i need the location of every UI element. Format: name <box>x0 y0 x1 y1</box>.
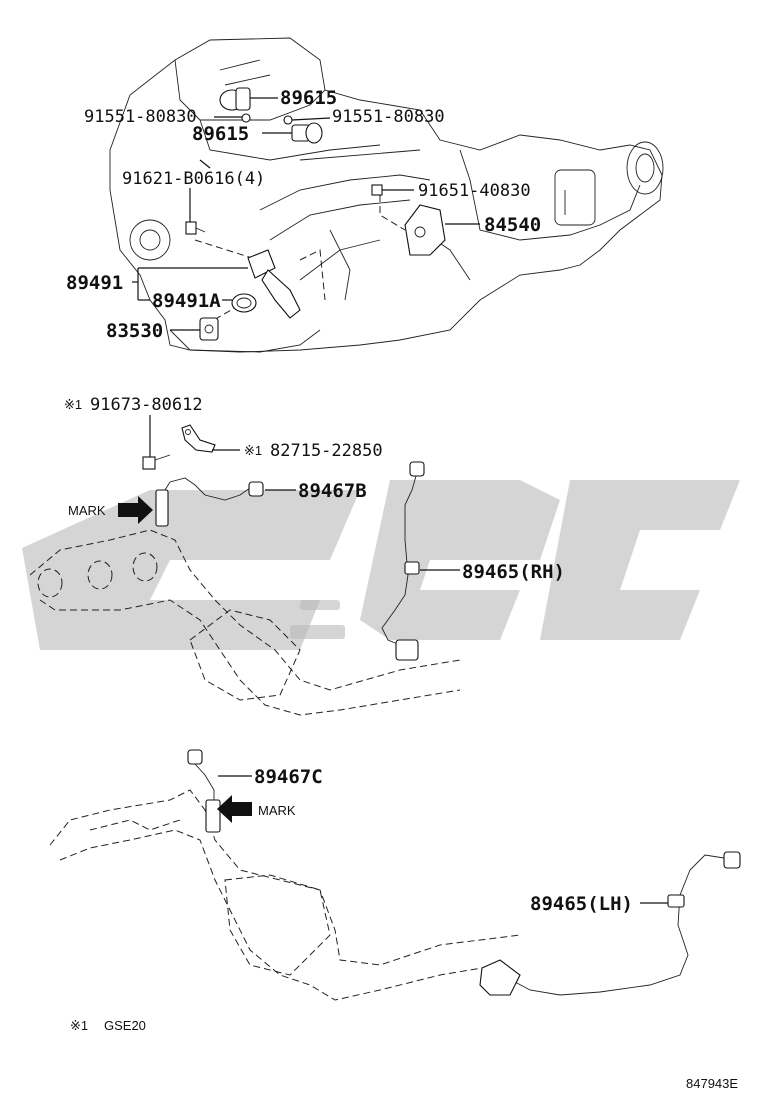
illustration-id: 847943E <box>686 1076 738 1091</box>
mark-label-top: MARK <box>68 503 106 518</box>
label-91673: 91673-80612 <box>90 395 203 415</box>
leader-lines-bottom <box>218 775 668 904</box>
label-89465-lh: 89465(LH) <box>530 893 633 915</box>
label-91551-right: 91551-80830 <box>332 107 445 127</box>
label-84540: 84540 <box>484 214 541 236</box>
footnote-symbol: ※1 <box>70 1018 88 1033</box>
bolt-right-part <box>283 115 293 125</box>
label-89491: 89491 <box>66 272 123 294</box>
bolt-left-part <box>241 113 251 123</box>
label-82715: 82715-22850 <box>270 441 383 461</box>
label-89491A: 89491A <box>152 290 221 312</box>
label-91621: 91621-B0616(4) <box>122 169 265 189</box>
bracket-82715-part <box>181 424 216 453</box>
mark-label-bottom: MARK <box>258 803 296 818</box>
bolt-91621-part <box>185 221 206 235</box>
label-89467B: 89467B <box>298 480 367 502</box>
footnote-mark-91673: ※1 <box>64 397 82 412</box>
label-83530: 83530 <box>106 320 163 342</box>
oxygen-sensor-89467C-part <box>187 749 221 833</box>
label-89615-mid: 89615 <box>192 123 249 145</box>
oxygen-sensor-89467B-part <box>155 477 264 527</box>
leader-lines-middle <box>149 415 460 571</box>
leader-lines-top <box>132 97 480 331</box>
bolt-91651-part <box>371 184 383 196</box>
label-89465-rh: 89465(RH) <box>462 561 565 583</box>
knock-sensor-83530-part <box>199 317 219 341</box>
oxygen-sensor-89465-rh-part <box>381 461 425 661</box>
exhaust-manifold-lh-illustration <box>49 789 521 1001</box>
label-89615-top: 89615 <box>280 87 337 109</box>
mark-arrow-bottom <box>217 795 252 823</box>
o-ring-89491A-part <box>231 293 257 313</box>
mark-arrow-top <box>118 496 153 524</box>
bolt-91673-part <box>142 454 171 470</box>
cam-position-sensor-mid-part <box>291 122 323 144</box>
engine-assembly-illustration <box>109 37 664 353</box>
label-89467C: 89467C <box>254 766 323 788</box>
label-91551-left: 91551-80830 <box>84 107 197 127</box>
crank-sensor-89491-part <box>247 249 301 319</box>
label-91651: 91651-40830 <box>418 181 531 201</box>
sensor-84540-part <box>404 204 446 256</box>
oxygen-sensor-89465-lh-part <box>479 851 741 996</box>
cam-position-sensor-top-part <box>219 87 251 111</box>
footnote-mark-82715: ※1 <box>244 443 262 458</box>
exhaust-manifold-rh-illustration <box>29 529 461 716</box>
footnote-text: GSE20 <box>104 1018 146 1033</box>
